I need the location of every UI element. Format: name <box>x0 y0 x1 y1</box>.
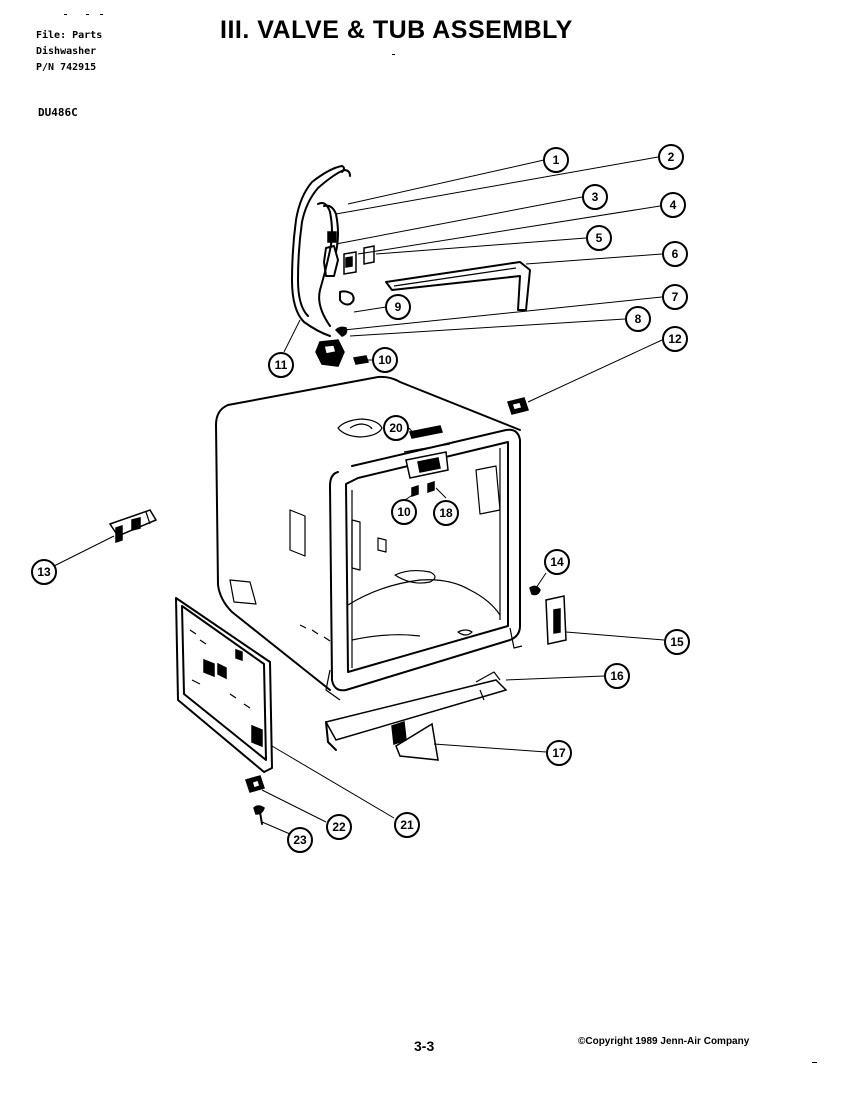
file-info-line-3: P/N 742915 <box>36 62 97 73</box>
callout-label: 5 <box>596 231 603 245</box>
inlet-valve <box>315 326 369 367</box>
leader-lines <box>53 156 665 835</box>
callout-4: 4 <box>660 192 686 218</box>
callout-3: 3 <box>582 184 608 210</box>
copyright-notice: ©Copyright 1989 Jenn-Air Company <box>578 1036 750 1047</box>
callout-22: 22 <box>326 814 352 840</box>
callout-label: 8 <box>635 312 642 326</box>
callout-23: 23 <box>287 827 313 853</box>
fill-hose-assembly <box>291 165 355 337</box>
callout-label: 18 <box>439 506 453 520</box>
file-info-line-1: File: Parts <box>36 30 103 41</box>
tub-body <box>215 375 523 701</box>
callout-label: 17 <box>552 746 566 760</box>
callout-label: 9 <box>395 300 402 314</box>
scan-mark <box>100 14 103 15</box>
callout-6: 6 <box>662 241 688 267</box>
callout-17: 17 <box>546 740 572 766</box>
callout-label: 6 <box>672 247 679 261</box>
bottom-rail <box>324 671 508 751</box>
callout-8: 8 <box>625 306 651 332</box>
callout-13: 13 <box>31 559 57 585</box>
callout-label: 7 <box>672 290 679 304</box>
valve-parts <box>323 245 375 277</box>
file-info-line-2: Dishwasher <box>36 46 97 57</box>
access-panel <box>175 597 273 773</box>
callout-label: 4 <box>670 198 677 212</box>
callout-7: 7 <box>662 284 688 310</box>
callout-label: 13 <box>37 565 51 579</box>
callout-14: 14 <box>544 549 570 575</box>
callout-label: 16 <box>610 669 624 683</box>
callout-label: 10 <box>397 505 411 519</box>
scan-mark <box>64 14 67 15</box>
callout-10-valve: 10 <box>372 347 398 373</box>
callout-label: 1 <box>553 153 560 167</box>
scan-mark <box>392 54 395 55</box>
callout-1: 1 <box>543 147 569 173</box>
callout-11: 11 <box>268 352 294 378</box>
callout-label: 3 <box>592 190 599 204</box>
model-number: DU486C <box>38 106 78 119</box>
foot-bracket <box>391 720 439 761</box>
callout-12: 12 <box>662 326 688 352</box>
callout-label: 21 <box>400 818 414 832</box>
callout-20: 20 <box>383 415 409 441</box>
page-title: III. VALVE & TUB ASSEMBLY <box>220 16 573 44</box>
callout-label: 2 <box>668 150 675 164</box>
callout-16: 16 <box>604 663 630 689</box>
bracket-13 <box>108 509 158 544</box>
tub-top-parts <box>403 425 451 498</box>
callout-10-tub: 10 <box>391 499 417 525</box>
side-bracket <box>529 585 567 645</box>
callout-9: 9 <box>385 294 411 320</box>
callout-label: 12 <box>668 332 682 346</box>
callout-15: 15 <box>664 629 690 655</box>
screw-parts <box>245 775 265 825</box>
callout-21: 21 <box>394 812 420 838</box>
callout-label: 22 <box>332 820 346 834</box>
callout-label: 15 <box>670 635 684 649</box>
callout-label: 10 <box>378 353 392 367</box>
callout-label: 20 <box>389 421 403 435</box>
file-info: File: Parts Dishwasher P/N 742915 <box>36 28 102 76</box>
callout-label: 14 <box>550 555 564 569</box>
callout-5: 5 <box>586 225 612 251</box>
top-rail <box>385 261 531 311</box>
page-number: 3-3 <box>414 1038 435 1054</box>
callout-2: 2 <box>658 144 684 170</box>
clip-12 <box>507 397 529 415</box>
callout-label: 23 <box>293 833 307 847</box>
callout-18: 18 <box>433 500 459 526</box>
callout-label: 11 <box>275 358 288 372</box>
callouts: 1 2 3 4 5 6 7 8 9 10 11 12 20 10 18 13 1… <box>31 144 690 853</box>
scan-mark <box>86 14 89 15</box>
scan-mark <box>812 1062 817 1063</box>
